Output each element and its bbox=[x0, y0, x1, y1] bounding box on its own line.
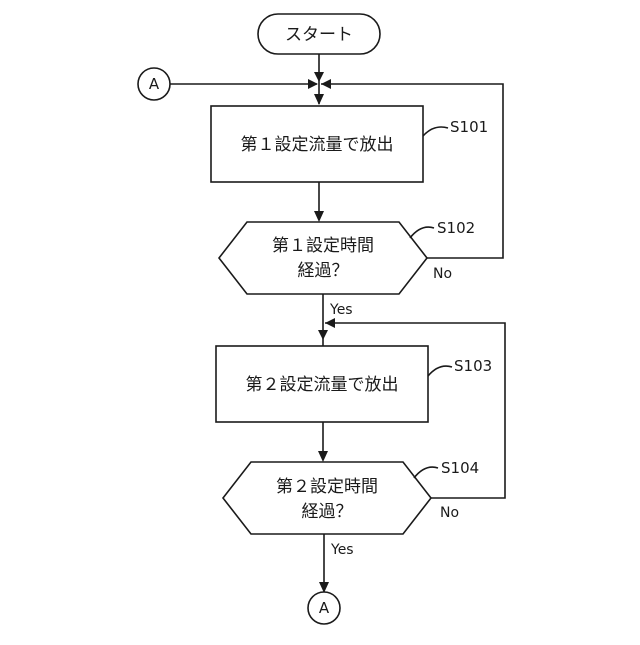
step-label-s103: S103 bbox=[454, 357, 492, 375]
leader-s101 bbox=[423, 127, 448, 136]
decision-s102-line2: 経過？ bbox=[298, 261, 349, 281]
arrow-loop-s104 bbox=[325, 318, 335, 328]
step-label-s104: S104 bbox=[441, 459, 479, 477]
decision-s104-line2: 経過？ bbox=[302, 502, 353, 522]
step-label-s102: S102 bbox=[437, 219, 475, 237]
branch-no-s104: No bbox=[440, 505, 459, 521]
step-label-s101: S101 bbox=[450, 118, 488, 136]
process-s101: 第１設定流量で放出 bbox=[211, 106, 423, 182]
start-label: スタート bbox=[285, 25, 353, 45]
process-s103: 第２設定流量で放出 bbox=[216, 346, 428, 422]
arrow-into-s104 bbox=[318, 451, 328, 462]
leader-s103 bbox=[428, 366, 452, 376]
arrow-connector-a bbox=[308, 79, 318, 89]
decision-s104: 第２設定時間 経過？ bbox=[223, 462, 431, 534]
start-terminal: スタート bbox=[258, 14, 380, 54]
branch-no-s102: No bbox=[433, 266, 452, 282]
junction-arrow-top bbox=[314, 72, 324, 82]
process-s103-label: 第２設定流量で放出 bbox=[246, 375, 399, 395]
junction-arrow-middle bbox=[318, 330, 328, 340]
arrow-into-s101 bbox=[314, 94, 324, 105]
connector-a-top-label: A bbox=[149, 75, 160, 93]
decision-s102-line1: 第１設定時間 bbox=[272, 236, 374, 256]
arrow-into-s102 bbox=[314, 211, 324, 222]
process-s101-label: 第１設定流量で放出 bbox=[241, 135, 394, 155]
decision-s102: 第１設定時間 経過？ bbox=[219, 222, 427, 294]
leader-s104 bbox=[414, 467, 438, 478]
arrow-loop-s102 bbox=[321, 79, 331, 89]
branch-yes-s102: Yes bbox=[329, 302, 353, 318]
decision-s104-line1: 第２設定時間 bbox=[276, 477, 378, 497]
connector-a-bottom: A bbox=[308, 592, 340, 624]
leader-s102 bbox=[410, 227, 434, 238]
connector-a-top: A bbox=[138, 68, 170, 100]
branch-yes-s104: Yes bbox=[330, 542, 354, 558]
connector-a-bottom-label: A bbox=[319, 599, 330, 617]
